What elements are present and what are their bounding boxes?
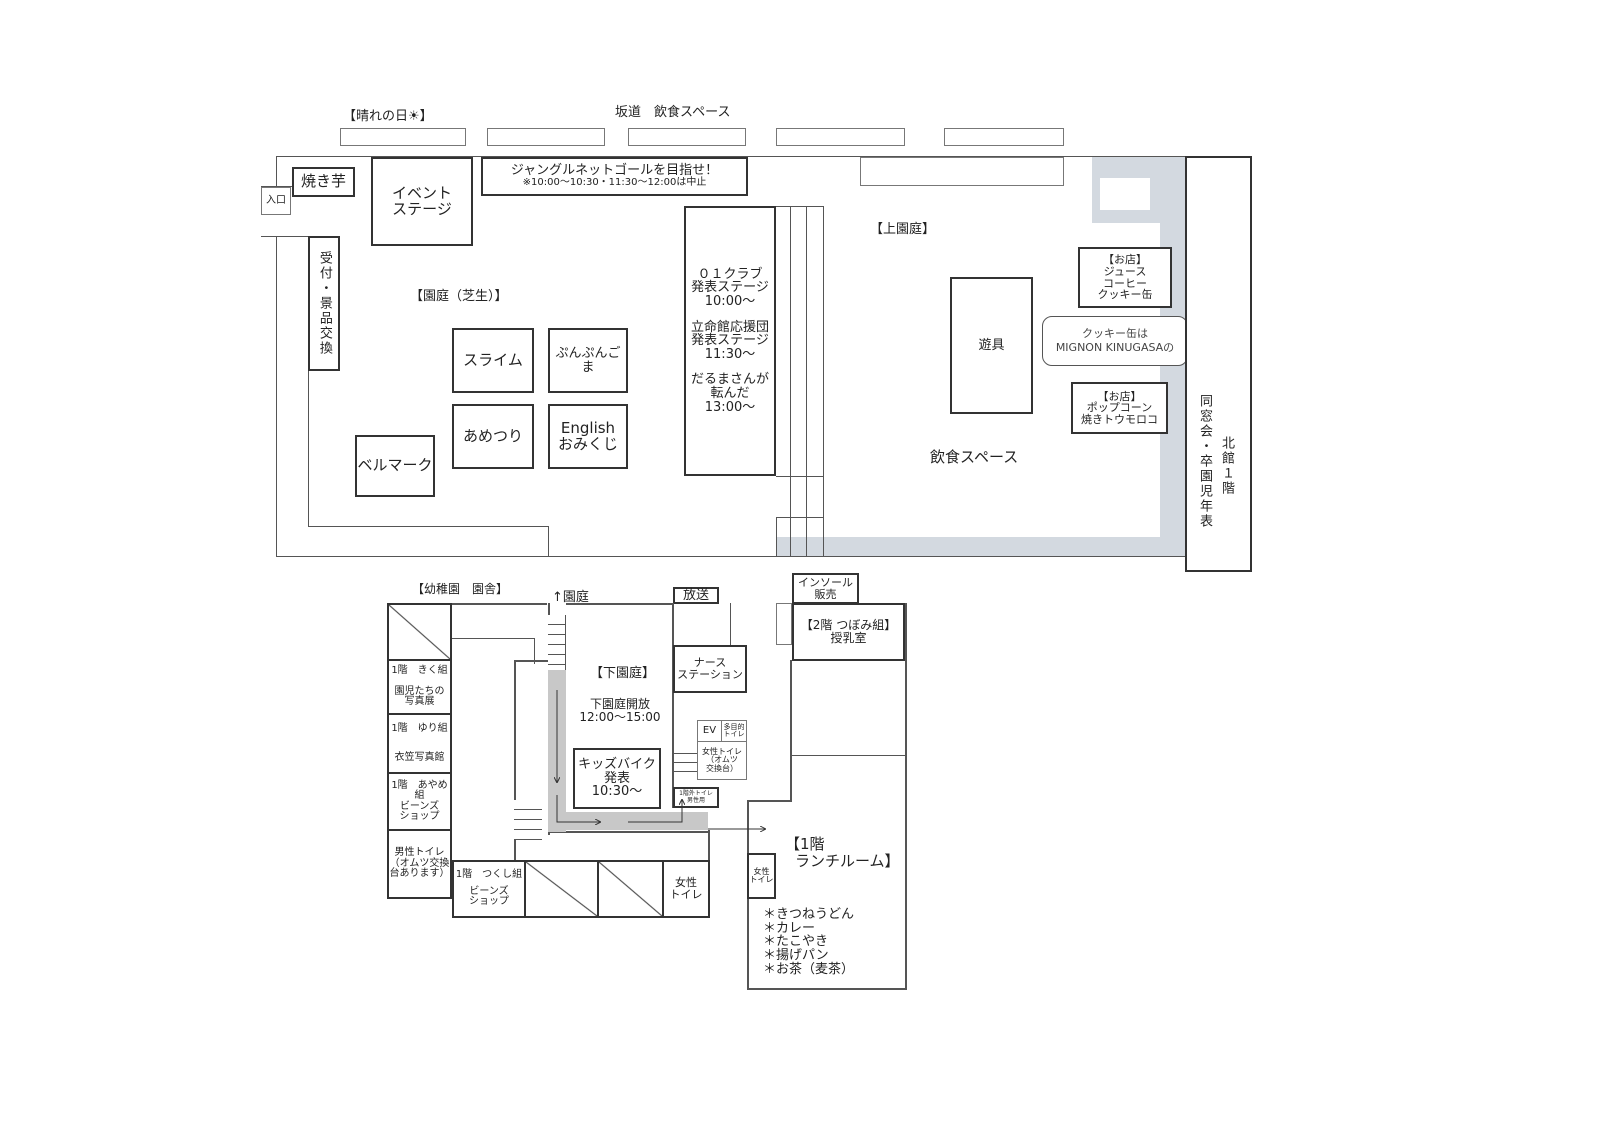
- drink-shop: 【お店】ジュースコーヒークッキー缶: [1078, 247, 1172, 308]
- jungle-net: ジャングルネットゴールを目指せ！※10:00〜10:30・11:30〜12:00…: [481, 157, 748, 196]
- wall: [387, 603, 547, 605]
- wall: [276, 556, 1185, 557]
- route-path: [548, 812, 708, 830]
- steps: [776, 517, 823, 518]
- to-garden-label: ↑園庭: [552, 590, 589, 605]
- area-box: [860, 157, 1064, 186]
- ametsuri-booth: あめつり: [452, 404, 534, 469]
- stairs: [514, 800, 542, 840]
- lower-garden-label: 【下園庭】: [590, 666, 656, 681]
- north-building: 同窓会・卒園児年表 北館１階: [1185, 156, 1252, 572]
- sunny-day-label: 【晴れの日☀】: [343, 109, 433, 124]
- entrance: 入口: [261, 187, 291, 215]
- wall: [261, 186, 292, 187]
- ayame-room: 1階 あやめ組ビーンズショップ: [387, 772, 452, 831]
- north-building-label: 北館１階: [1219, 436, 1234, 496]
- steps: [823, 206, 824, 556]
- insole-sale: インソール販売: [792, 573, 859, 604]
- steps: [776, 517, 777, 556]
- wall: [308, 236, 309, 526]
- menu-item: ＊揚げパン: [763, 947, 829, 963]
- wall: [792, 755, 905, 756]
- wall: [672, 603, 674, 808]
- yakiimo-stall: 焼き芋: [292, 167, 355, 197]
- wall: [276, 236, 277, 556]
- wall: [276, 156, 277, 186]
- menu-item: ＊カレー: [763, 920, 816, 936]
- bellmark-booth: ベルマーク: [355, 435, 435, 497]
- wall: [548, 526, 549, 556]
- event-stage: イベントステージ: [371, 157, 473, 246]
- reception: 受付・景品交換: [308, 236, 340, 371]
- food-space-label: 飲食スペース: [930, 448, 1019, 466]
- slope-stall: [944, 128, 1064, 146]
- steps: [776, 206, 823, 207]
- steps: [806, 206, 807, 556]
- slope-food-label: 坂道 飲食スペース: [615, 105, 731, 120]
- stairs: [673, 745, 697, 780]
- wall: [514, 660, 516, 862]
- wall: [790, 660, 792, 802]
- wall: [905, 603, 907, 990]
- wall: [747, 988, 907, 990]
- wall: [534, 638, 535, 664]
- closed-room: [524, 860, 599, 918]
- womens-toilet-diaper: 女性トイレ（オムツ交換台）: [697, 741, 747, 780]
- steps: [776, 476, 823, 477]
- stairs-landing: [1100, 178, 1150, 210]
- menu-item: ＊お茶（麦茶）: [763, 961, 855, 977]
- wall: [276, 156, 1185, 157]
- slope-stall: [487, 128, 605, 146]
- closed-room: [597, 860, 664, 918]
- kindergarten-label: 【幼稚園 園舎】: [412, 582, 509, 596]
- slope-stall: [340, 128, 466, 146]
- wall: [776, 603, 792, 645]
- wall: [747, 800, 792, 802]
- menu-item: ＊きつねうどん: [763, 907, 855, 922]
- popcorn-shop: 【お店】ポップコーン焼きトウモロコ: [1071, 382, 1168, 434]
- lunch-room-label: 【1階ランチルーム】: [785, 835, 900, 870]
- menu-item: ＊たこやき: [763, 934, 829, 950]
- wall: [548, 831, 708, 833]
- broadcast-room: 放送: [673, 587, 719, 604]
- slime-booth: スライム: [452, 328, 534, 393]
- slope-stall: [776, 128, 905, 146]
- punpun-booth: ぷんぷんごま: [548, 328, 628, 393]
- womens-toilet: 女性トイレ: [662, 860, 710, 918]
- stairs: [548, 615, 566, 670]
- womens-toilet-small: 女性トイレ: [747, 853, 776, 899]
- wall: [452, 638, 534, 639]
- slope-stall: [628, 128, 746, 146]
- nursing-room: 【2階 つぼみ組】授乳室: [792, 603, 905, 661]
- steps: [790, 206, 791, 556]
- wall: [730, 603, 731, 645]
- alumni-label: 同窓会・卒園児年表: [1197, 394, 1212, 529]
- garden-label: 【園庭（芝生）】: [410, 289, 508, 304]
- wall: [566, 603, 673, 605]
- tsukushi-room: 1階 つくし組ビーンズショップ: [452, 860, 526, 918]
- wall: [514, 660, 548, 662]
- yuri-room: 1階 ゆり組衣笠写真館: [387, 713, 452, 774]
- upper-garden-label: 【上園庭】: [870, 222, 936, 237]
- playground-equipment: 遊具: [950, 277, 1033, 414]
- walkway: [776, 537, 1185, 556]
- closed-room: [387, 603, 452, 661]
- wall: [261, 236, 308, 237]
- nurse-station: ナースステーション: [673, 645, 747, 693]
- wall: [308, 526, 548, 527]
- mens-toilet: 男性トイレ（オムツ交換台あります）: [387, 829, 452, 899]
- lunch-menu: ＊きつねうどん＊カレー＊たこやき＊揚げパン＊お茶（麦茶）: [763, 908, 854, 976]
